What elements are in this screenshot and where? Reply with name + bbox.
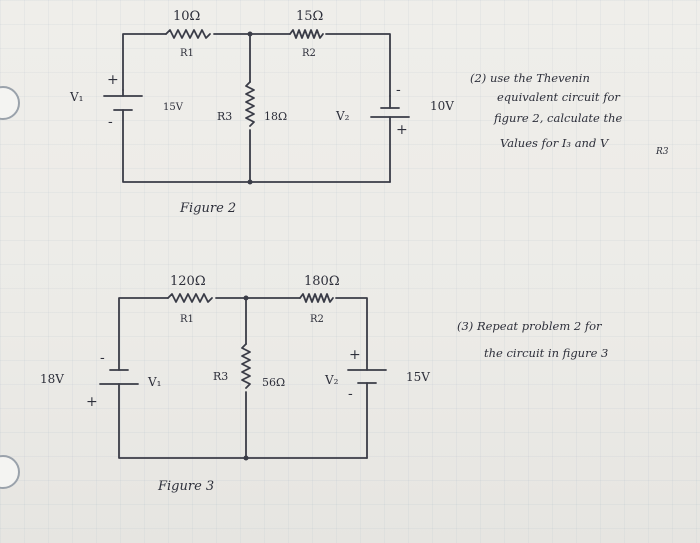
fig2-left-wire-bottom bbox=[122, 109, 391, 183]
fig3-r3-name: R3 bbox=[213, 370, 228, 383]
fig2-r1-zigzag bbox=[165, 29, 211, 39]
fig3-r3-zigzag bbox=[241, 343, 251, 389]
fig2-v2-value: 10V bbox=[430, 99, 454, 113]
fig2-v1-minus: - bbox=[108, 114, 113, 130]
fig3-v2-plus: + bbox=[349, 347, 361, 363]
problem2-line4-subscript: R3 bbox=[655, 147, 669, 157]
fig2-v1-plus: + bbox=[107, 72, 119, 88]
fig3-v2-name: V₂ bbox=[324, 373, 339, 387]
problem3-line1: (3) Repeat problem 2 for bbox=[457, 319, 603, 333]
fig3-left-wire-bottom bbox=[118, 383, 368, 459]
fig2-top-wire-right bbox=[325, 33, 391, 97]
fig3-top-wire-left bbox=[118, 297, 169, 371]
problem2-line4: Values for I₃ and V bbox=[500, 136, 610, 150]
fig3-v2-value: 15V bbox=[406, 370, 430, 384]
fig3-v1-value: 18V bbox=[40, 372, 64, 386]
fig2-r3-zigzag bbox=[245, 81, 255, 127]
fig3-caption: Figure 3 bbox=[157, 479, 214, 494]
fig2-v2-plus: + bbox=[396, 122, 408, 138]
fig3-r1-name: R1 bbox=[180, 314, 194, 325]
fig3-r2-name: R2 bbox=[310, 314, 324, 325]
fig3-r3-value: 56Ω bbox=[262, 376, 285, 389]
problem2-line1: (2) use the Thevenin bbox=[470, 71, 590, 85]
fig2-v1-value: 15V bbox=[163, 102, 184, 113]
fig3-node-top bbox=[243, 295, 249, 301]
fig2-r3-value: 18Ω bbox=[264, 110, 287, 123]
problem-2-text: (2) use the Thevenin equivalent circuit … bbox=[470, 71, 669, 157]
problem2-line3: figure 2, calculate the bbox=[493, 111, 622, 125]
fig3-top-wire-right bbox=[335, 297, 368, 371]
fig3-r1-zigzag bbox=[167, 293, 213, 303]
fig2-r2-name: R2 bbox=[302, 48, 316, 59]
fig3-v1-plus: + bbox=[86, 394, 98, 410]
fig2-r3-name: R3 bbox=[217, 110, 232, 123]
fig2-r2-zigzag bbox=[289, 29, 324, 39]
problem2-line2: equivalent circuit for bbox=[497, 90, 621, 104]
fig3-node-bottom bbox=[243, 455, 249, 461]
fig2-r1-value: 10Ω bbox=[173, 9, 200, 24]
fig2-v2-name: V₂ bbox=[335, 109, 350, 123]
fig2-r1-name: R1 bbox=[180, 48, 194, 59]
fig3-v2-minus: - bbox=[348, 386, 353, 402]
fig2-node-bottom bbox=[247, 179, 253, 185]
fig2-top-wire-left bbox=[122, 33, 167, 91]
fig3-r2-value: 180Ω bbox=[304, 274, 340, 289]
problem-3-text: (3) Repeat problem 2 for the circuit in … bbox=[457, 319, 608, 360]
fig2-node-top bbox=[247, 31, 253, 37]
fig2-r2-value: 15Ω bbox=[296, 9, 323, 24]
fig2-v1-name: V₁ bbox=[69, 90, 83, 104]
fig2-caption: Figure 2 bbox=[179, 201, 236, 216]
problem3-line2: the circuit in figure 3 bbox=[484, 346, 608, 360]
figure-2-circuit: 10Ω R1 15Ω R2 V₁ + - 15V R3 18Ω V₂ - + 1… bbox=[69, 9, 454, 216]
fig3-v1-name: V₁ bbox=[147, 375, 161, 389]
fig3-r2-zigzag bbox=[299, 293, 334, 303]
fig2-v2-minus: - bbox=[396, 82, 401, 98]
fig3-v1-minus: - bbox=[100, 350, 105, 366]
figure-3-circuit: 120Ω R1 180Ω R2 18V - + V₁ R3 56Ω V₂ + -… bbox=[40, 274, 430, 494]
fig3-r1-value: 120Ω bbox=[170, 274, 206, 289]
